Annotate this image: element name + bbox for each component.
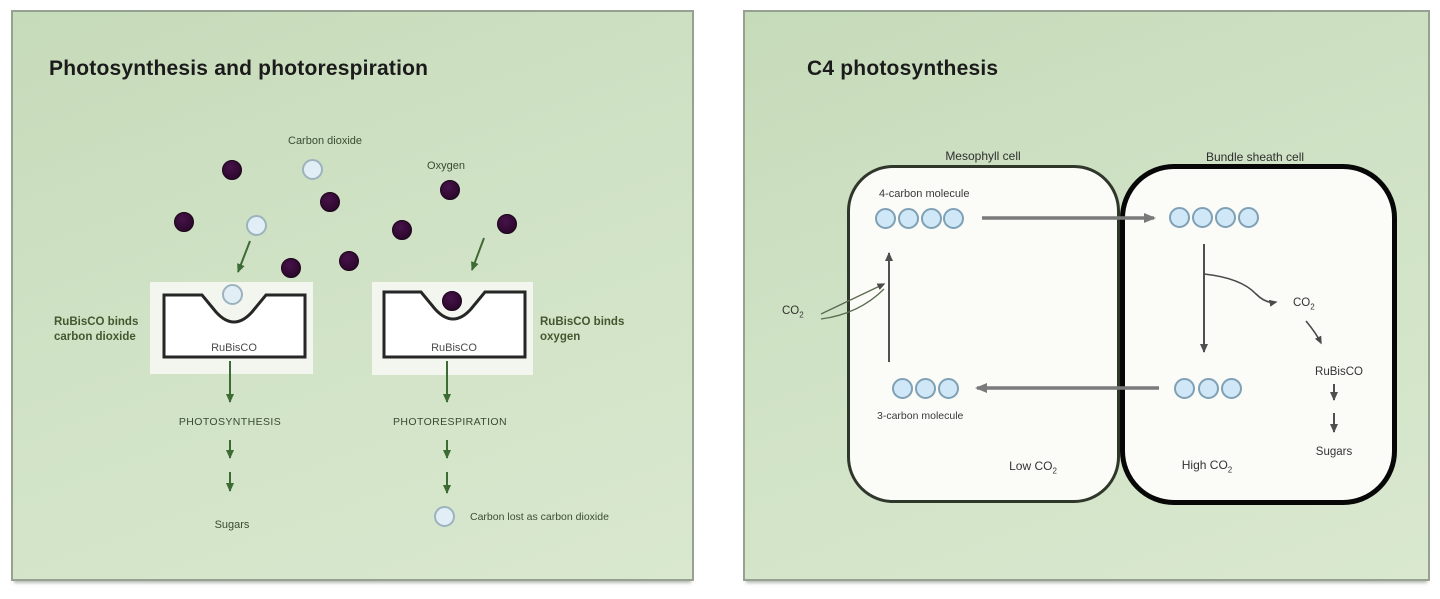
low-co2-label: Low CO2 [983,459,1083,475]
co2-in-sub: 2 [799,310,804,320]
four-carbon-unit [898,208,919,229]
oxygen-dot [320,192,340,212]
photorespiration-label: PHOTORESPIRATION [393,416,507,428]
three-carbon-label: 3-carbon molecule [877,410,964,422]
four-carbon-unit [875,208,896,229]
three-carbon-unit [915,378,936,399]
rubisco-binds-o2-line2: oxygen [540,331,581,343]
right-panel-title: C4 photosynthesis [807,57,999,80]
co2-released-label: CO2 [1293,297,1315,311]
rubisco-label: RuBisCO [1315,366,1363,378]
low-co2-base: Low CO [1009,459,1053,473]
oxygen-dot [281,258,301,278]
arrow-co2-to-rubisco [237,240,251,273]
co2-released-sub: 2 [1310,302,1315,312]
rubisco-enzyme-label-left: RuBisCO [211,342,257,354]
left-diagram-lines [162,237,527,494]
co2-in-label: CO2 [782,305,804,319]
four-carbon-unit [1192,207,1213,228]
four-carbon-unit [943,208,964,229]
four-carbon-unit [1215,207,1236,228]
four-carbon-unit [1238,207,1259,228]
high-co2-sub: 2 [1227,465,1233,475]
co2-in-base: CO [782,305,800,317]
three-carbon-unit [1221,378,1242,399]
bundle-sheath-cell [1120,164,1397,505]
mesophyll-cell-label: Mesophyll cell [945,149,1021,163]
three-carbon-unit [1174,378,1195,399]
oxygen-in-rubisco [442,291,462,311]
rubisco-binds-o2-label: RuBisCO binds oxygen [540,315,624,345]
sugars-label-right: Sugars [1315,446,1353,458]
carbon-dioxide-label: Carbon dioxide [288,135,362,147]
three-carbon-unit [1198,378,1219,399]
oxygen-dot [174,212,194,232]
arrow-o2-to-rubisco [471,237,485,271]
c4-photosynthesis-panel: C4 photosynthesis [743,10,1430,581]
carbon-dioxide-molecule [302,159,323,180]
oxygen-dot [497,214,517,234]
rubisco-binds-co2-label: RuBisCO binds carbon dioxide [54,315,138,345]
high-co2-base: High CO [1181,458,1228,472]
bundle-sheath-cell-label: Bundle sheath cell [1205,150,1305,164]
oxygen-dot [222,160,242,180]
high-co2-label: High CO2 [1157,458,1257,474]
four-carbon-unit [1169,207,1190,228]
rubisco-binds-o2-line1: RuBisCO binds [540,316,625,328]
carbon-dioxide-molecule [246,215,267,236]
three-carbon-unit [938,378,959,399]
low-co2-sub: 2 [1052,466,1057,476]
oxygen-dot [392,220,412,240]
left-panel-title: Photosynthesis and photorespiration [49,57,429,80]
photosynthesis-label: PHOTOSYNTHESIS [178,416,282,428]
three-carbon-unit [892,378,913,399]
four-carbon-label: 4-carbon molecule [879,188,970,200]
rubisco-binds-co2-line2: carbon dioxide [54,331,136,343]
carbon-lost-molecule [434,506,455,527]
carbon-lost-label: Carbon lost as carbon dioxide [470,511,609,523]
rubisco-enzyme-label-right: RuBisCO [431,342,477,354]
photosynthesis-panel: Photosynthesis and photorespiration [11,10,694,581]
carbon-dioxide-in-rubisco [222,284,243,305]
oxygen-dot [339,251,359,271]
rubisco-binds-co2-line1: RuBisCO binds [54,316,139,328]
oxygen-label: Oxygen [427,160,465,172]
oxygen-dot [440,180,460,200]
four-carbon-unit [921,208,942,229]
co2-released-base: CO [1293,297,1311,309]
sugars-label-left: Sugars [214,519,250,531]
